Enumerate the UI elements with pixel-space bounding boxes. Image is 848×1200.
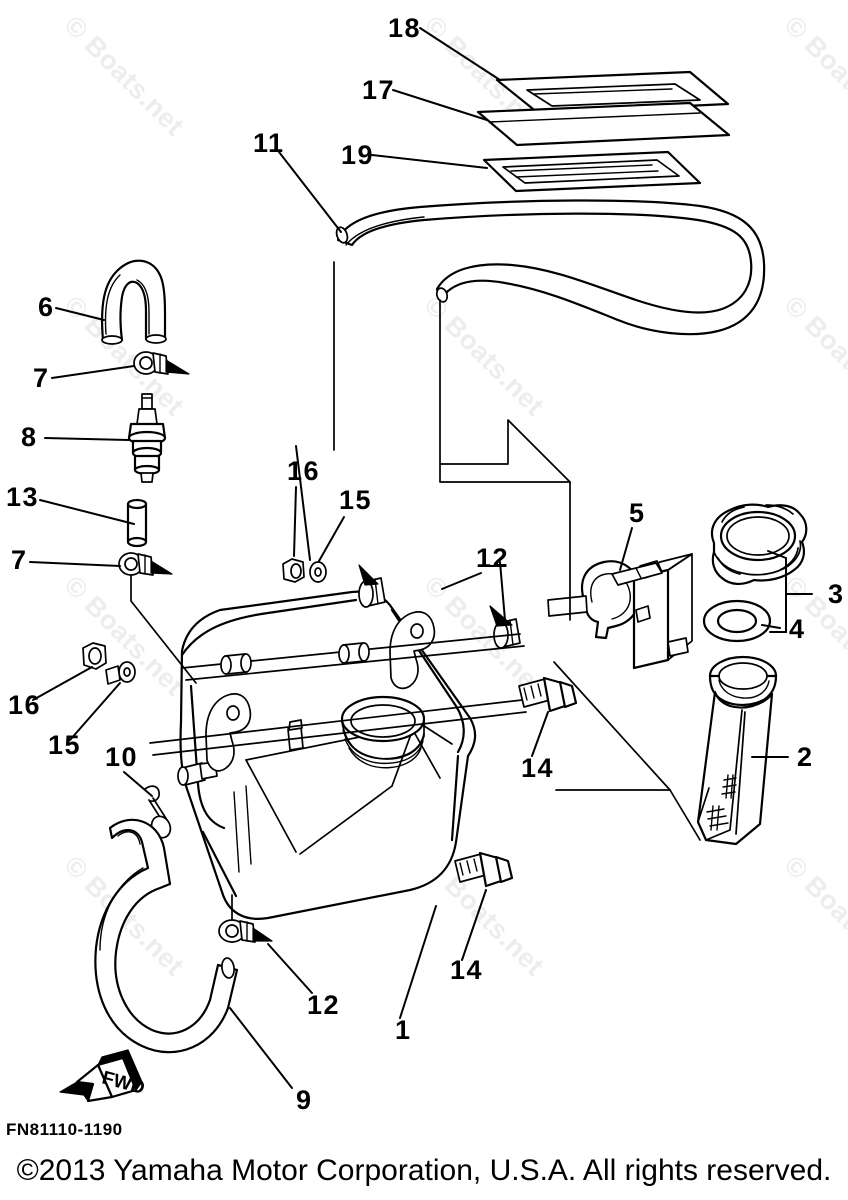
strainer-mesh	[706, 774, 737, 831]
leader-12-lower	[267, 943, 313, 994]
leader-17	[392, 89, 488, 121]
leader-16-lower	[32, 666, 93, 701]
part-5-hose-bracket-clamp	[547, 553, 693, 670]
callout-13: 13	[6, 482, 39, 512]
part-16-hex-nut-lower	[82, 642, 107, 670]
leader-16-upper	[293, 486, 297, 557]
part-2-filler-neck-strainer	[696, 655, 778, 846]
part-12-hose-clip-a	[358, 564, 386, 608]
section-ref-shape	[439, 299, 571, 483]
leader-lines	[29, 27, 813, 1089]
callout-10: 10	[105, 742, 138, 772]
callout-14-upper: 14	[521, 753, 554, 783]
callout-2: 2	[797, 742, 814, 772]
section-ref-lower-b	[669, 789, 701, 841]
part-6-short-curved-hose	[100, 259, 167, 345]
callout-19: 19	[341, 140, 374, 170]
callout-1: 1	[395, 1015, 412, 1045]
leader-13	[39, 499, 135, 525]
part-7-hose-clamp-lower	[118, 552, 197, 684]
leader-14-upper	[531, 711, 549, 757]
part-15-washer-upper	[309, 561, 327, 583]
leader-12-upper-a	[441, 572, 482, 590]
part-15-washer-lower	[105, 661, 136, 685]
part-14-flange-bolt-upper	[518, 676, 578, 713]
callout-16-upper: 16	[287, 456, 320, 486]
leader-6	[55, 307, 105, 321]
section-ref-lower	[553, 661, 671, 791]
part-9-fuel-hose	[94, 818, 239, 1054]
callout-11: 11	[253, 128, 285, 158]
callout-9: 9	[296, 1085, 313, 1115]
callout-8: 8	[21, 422, 38, 452]
leader-18	[419, 27, 501, 81]
leader-7-upper	[51, 365, 135, 379]
part-17-middle-seal-plate	[476, 101, 731, 147]
part-10-retainer-pin	[144, 785, 172, 839]
leader-3-bracket	[767, 550, 813, 595]
part-7-hose-clamp-upper	[133, 351, 190, 375]
part-3-tank-cap	[710, 503, 808, 585]
assembly-rod-upper	[181, 633, 525, 681]
part-12-hose-clip-b	[489, 605, 521, 649]
tank-mount-tab-right	[389, 611, 436, 690]
tank-mount-tab-left	[205, 693, 252, 772]
leader-1	[399, 905, 437, 1019]
part-4-cap-gasket-ring	[702, 599, 772, 643]
callout-18: 18	[388, 13, 421, 43]
tank-side-outlet	[177, 761, 218, 786]
callout-12-lower: 12	[307, 990, 340, 1020]
callout-12-upper: 12	[476, 543, 509, 573]
leader-15-lower	[69, 682, 121, 741]
leader-7-lower	[29, 561, 121, 567]
callout-5: 5	[629, 498, 646, 528]
diagram-code: FN81110-1190	[6, 1120, 123, 1139]
callout-6: 6	[38, 292, 55, 322]
callout-17: 17	[362, 75, 395, 105]
callout-16-lower: 16	[8, 690, 41, 720]
callout-4: 4	[789, 614, 806, 644]
copyright-notice: ©2013 Yamaha Motor Corporation, U.S.A. A…	[16, 1154, 832, 1187]
leader-3-bracket-b	[769, 593, 787, 633]
part-11-long-breather-hose	[335, 199, 766, 336]
leader-14-lower	[461, 889, 487, 961]
part-8-fuel-valve-fitting	[127, 393, 167, 483]
leader-10	[123, 771, 153, 797]
leader-11-tail	[295, 445, 311, 561]
leader-9	[229, 1007, 293, 1089]
fwd-arrow-marker: FWD	[59, 1049, 147, 1103]
leader-4	[761, 624, 781, 629]
callout-7-upper: 7	[33, 363, 50, 393]
leader-11	[278, 151, 342, 233]
callout-7-lower: 7	[11, 545, 28, 575]
part-19-lower-seal-gasket	[482, 150, 702, 193]
callout-14-lower: 14	[450, 955, 483, 985]
part-14-flange-bolt-lower	[454, 851, 514, 888]
callout-3: 3	[828, 579, 845, 609]
part-16-hex-nut-upper	[282, 558, 305, 583]
part-13-grommet-sleeve	[126, 498, 148, 548]
assembly-rod-lower	[149, 699, 527, 756]
leader-19	[371, 154, 488, 169]
leader-15-upper	[318, 516, 345, 562]
callout-15-upper: 15	[339, 485, 372, 515]
callout-15-lower: 15	[48, 730, 81, 760]
part-12-hose-clip-lower	[218, 894, 273, 943]
leader-5	[619, 527, 633, 571]
leader-12-upper-b	[499, 561, 506, 621]
leader-8	[44, 437, 131, 441]
